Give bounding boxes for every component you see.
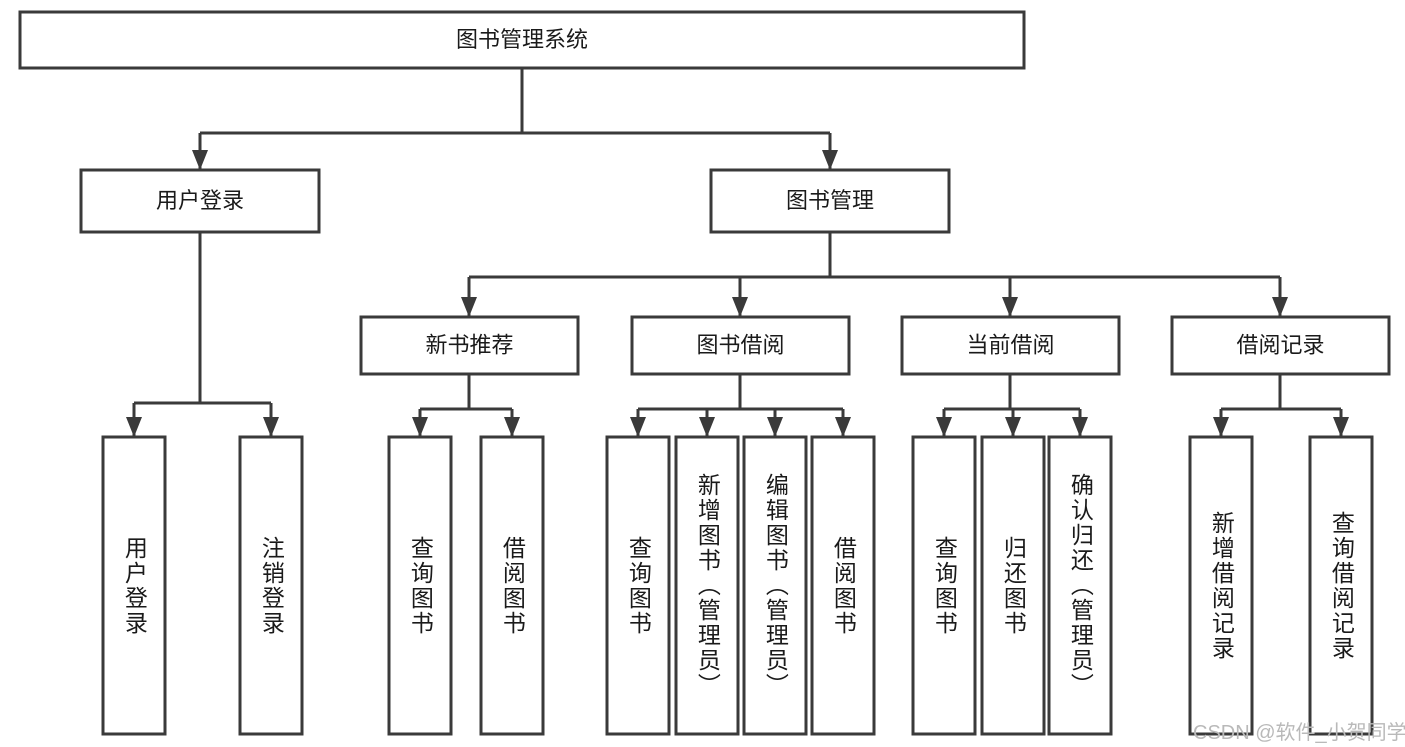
node-leaf-add-book-admin[interactable] (674, 435, 740, 736)
node-user-login[interactable] (79, 168, 321, 234)
node-root[interactable] (18, 10, 1026, 70)
arrow-head-icon (630, 417, 646, 437)
node-leaf-user-login[interactable] (101, 435, 167, 736)
arrow-head-icon (126, 417, 142, 437)
node-book-borrow[interactable] (630, 315, 851, 376)
arrow-head-icon (936, 417, 952, 437)
arrow-head-icon (1272, 297, 1288, 317)
node-leaf-edit-book-admin[interactable] (742, 435, 808, 736)
node-new-book-recommend[interactable] (359, 315, 580, 376)
node-book-manage[interactable] (709, 168, 951, 234)
node-new-book-recommend-label: 新书推荐 (425, 332, 513, 357)
connector-recommend-to-leaves (412, 374, 520, 437)
arrow-head-icon (767, 417, 783, 437)
connector-root-to-level2 (192, 68, 838, 170)
arrow-head-icon (732, 297, 748, 317)
arrow-head-icon (504, 417, 520, 437)
arrow-head-icon (461, 297, 477, 317)
arrow-head-icon (1213, 417, 1229, 437)
node-borrow-record-label: 借阅记录 (1236, 332, 1324, 357)
connector-record-to-leaves (1213, 374, 1349, 437)
node-leaf-logout-login[interactable] (238, 435, 304, 736)
connector-current-to-leaves (936, 374, 1088, 437)
arrow-head-icon (822, 150, 838, 170)
node-current-borrow[interactable] (900, 315, 1121, 376)
arrow-head-icon (1005, 417, 1021, 437)
node-leaf-add-borrow-record[interactable] (1188, 435, 1254, 736)
arrow-head-icon (1333, 417, 1349, 437)
arrow-head-icon (412, 417, 428, 437)
connector-userlogin-to-leaves (126, 232, 279, 437)
connector-borrow-to-leaves (630, 374, 851, 437)
node-leaf-borrow-book-1[interactable] (479, 435, 545, 736)
node-root-label: 图书管理系统 (456, 27, 588, 52)
node-leaf-query-book-2[interactable] (605, 435, 671, 736)
arrow-head-icon (1002, 297, 1018, 317)
arrow-head-icon (1072, 417, 1088, 437)
arrow-head-icon (263, 417, 279, 437)
node-leaf-query-borrow-record[interactable] (1308, 435, 1374, 736)
node-leaf-query-book-3[interactable] (911, 435, 977, 736)
arrow-head-icon (699, 417, 715, 437)
node-current-borrow-label: 当前借阅 (966, 332, 1054, 357)
arrow-head-icon (835, 417, 851, 437)
arrow-head-icon (192, 150, 208, 170)
connectors-layer (126, 68, 1349, 437)
watermark-text: CSDN @软件_小贺同学 (1193, 722, 1405, 744)
connector-bookmanage-to-level3 (461, 232, 1288, 317)
node-leaf-query-book-1[interactable] (387, 435, 453, 736)
node-leaf-return-book[interactable] (980, 435, 1046, 736)
boxes-layer (18, 10, 1391, 736)
node-borrow-record[interactable] (1170, 315, 1391, 376)
node-leaf-confirm-return-admin[interactable] (1047, 435, 1113, 736)
node-book-borrow-label: 图书借阅 (696, 332, 784, 357)
node-user-login-label: 用户登录 (156, 188, 244, 213)
node-book-manage-label: 图书管理 (786, 188, 874, 213)
node-leaf-borrow-book-2[interactable] (810, 435, 876, 736)
